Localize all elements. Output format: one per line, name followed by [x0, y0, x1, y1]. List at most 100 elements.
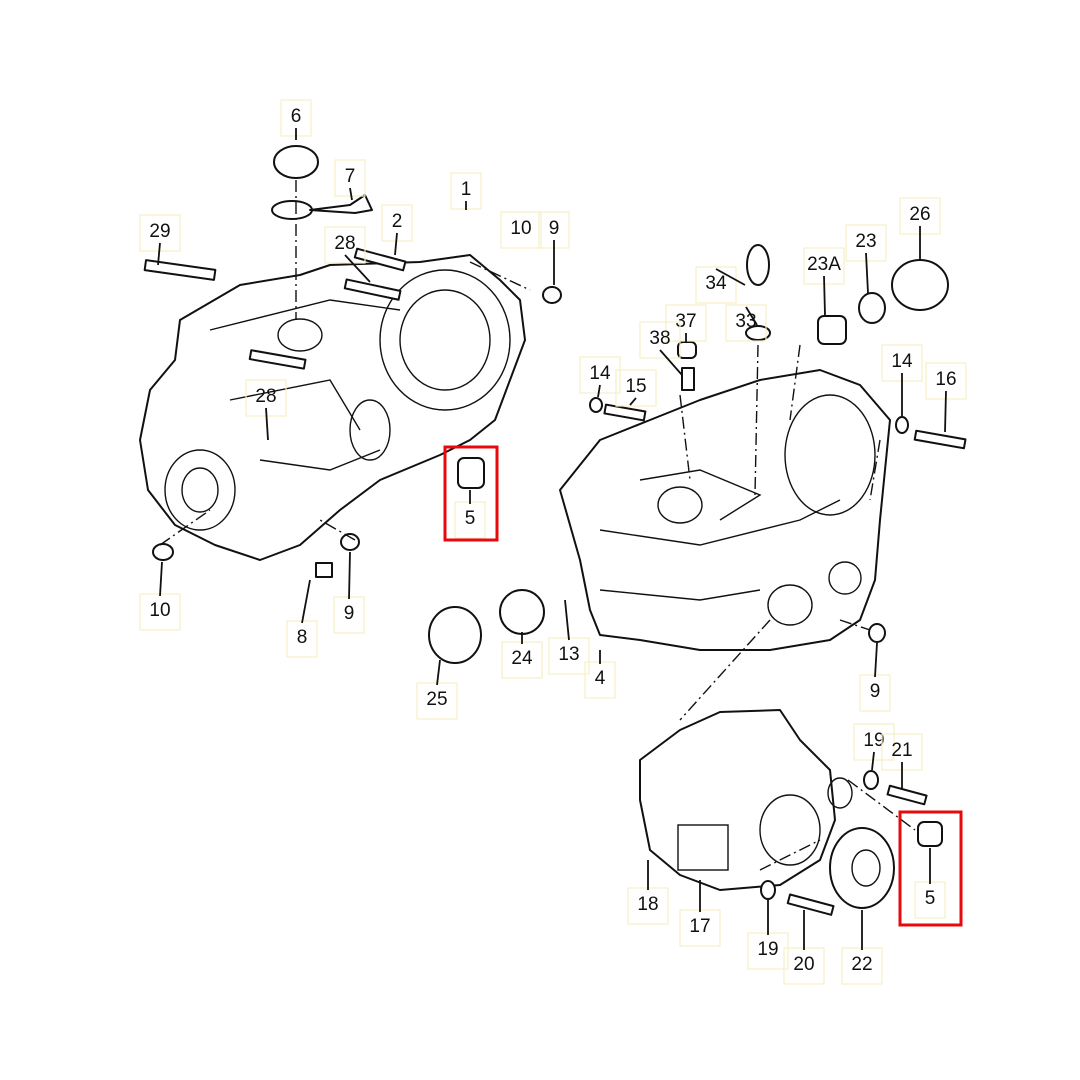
leader-line	[564, 599, 570, 641]
callout-box	[639, 321, 681, 359]
callout-number: 21	[891, 740, 912, 761]
leader-line	[159, 561, 163, 597]
callout-38: 38	[639, 321, 683, 376]
leader-line	[349, 187, 353, 201]
callout-20: 20	[783, 910, 825, 985]
callout-4: 4	[584, 650, 616, 699]
callout-number: 8	[297, 627, 308, 648]
leader-line	[659, 349, 683, 376]
callout-24: 24	[501, 632, 543, 679]
callout-number: 9	[549, 218, 560, 239]
callout-number: 24	[511, 648, 533, 669]
leader-line	[715, 268, 746, 286]
callout-number: 16	[935, 369, 956, 390]
callout-7: 7	[334, 159, 366, 201]
spring-24	[499, 589, 545, 635]
washer-14	[589, 397, 603, 413]
callout-23: 23	[845, 224, 887, 294]
callout-10: 10	[500, 211, 542, 249]
bolt-21	[886, 784, 928, 806]
leader-line	[871, 751, 875, 771]
bolt-28	[343, 278, 402, 301]
callout-25: 25	[416, 659, 458, 720]
callout-number: 37	[675, 311, 696, 332]
part-37	[677, 341, 697, 359]
plug-5a	[457, 457, 485, 489]
callout-22: 22	[841, 910, 883, 985]
callout-29: 29	[139, 214, 181, 266]
small-parts	[143, 145, 967, 916]
leader-line	[348, 551, 351, 600]
gasket-ring	[271, 200, 313, 220]
callout-number: 9	[870, 681, 881, 702]
seal-33	[745, 325, 771, 341]
callout-34: 34	[695, 266, 746, 304]
callout-number: 33	[735, 311, 756, 332]
washer-19b	[760, 880, 776, 900]
callout-1: 1	[450, 172, 482, 210]
callout-number: 23	[855, 231, 876, 252]
callout-number: 1	[461, 179, 472, 200]
callout-number: 25	[426, 689, 447, 710]
flange-22	[829, 827, 895, 909]
bolt-15	[603, 403, 647, 422]
bracket	[309, 194, 373, 214]
callout-number: 14	[891, 351, 913, 372]
highlight-box-part-5-cover	[898, 810, 963, 927]
seal-23	[858, 292, 886, 324]
callout-number: 28	[334, 233, 355, 254]
callout-number: 9	[344, 603, 355, 624]
boot-26	[891, 259, 949, 311]
bolt-16	[913, 429, 967, 450]
highlight-box-part-5-housing	[443, 445, 499, 542]
callout-number: 5	[465, 508, 476, 529]
callout-box	[579, 356, 621, 394]
leader-line	[394, 232, 398, 256]
callout-28: 28	[245, 379, 287, 441]
callout-number: 18	[637, 894, 658, 915]
sleeve-23A	[817, 315, 847, 345]
callout-8: 8	[286, 579, 318, 658]
callout-number: 15	[625, 376, 646, 397]
callout-box	[334, 159, 366, 197]
callout-28: 28	[324, 226, 371, 283]
callout-box	[615, 369, 657, 407]
callout-number: 22	[851, 954, 872, 975]
callout-number: 29	[149, 221, 170, 242]
gearbox-cover	[639, 709, 853, 891]
callout-9: 9	[538, 211, 570, 285]
callout-box	[324, 226, 366, 264]
bolt-2	[353, 247, 407, 272]
flange-25	[428, 606, 482, 664]
callout-13: 13	[548, 599, 590, 675]
breather-cap	[273, 145, 319, 179]
callout-number: 2	[392, 211, 403, 232]
leader-line	[823, 275, 826, 316]
leader-line	[265, 407, 269, 441]
leader-line	[944, 390, 947, 433]
bolt-29	[143, 259, 217, 281]
callout-37: 37	[665, 304, 707, 342]
callout-number: 13	[558, 644, 579, 665]
leader-line	[344, 254, 371, 283]
sleeve-10	[152, 543, 174, 561]
callout-number: 6	[291, 106, 302, 127]
leader-line	[629, 397, 637, 406]
callout-number: 10	[510, 218, 531, 239]
callout-6: 6	[280, 99, 312, 140]
leader-line	[597, 384, 601, 398]
callout-number: 14	[589, 363, 611, 384]
callout-14: 14	[579, 356, 621, 398]
callout-number: 19	[757, 939, 778, 960]
callout-box	[500, 211, 542, 249]
callout-23A: 23A	[803, 247, 845, 316]
callout-number: 5	[925, 888, 936, 909]
bolt-28b	[248, 349, 307, 370]
pin-38	[681, 367, 695, 391]
sleeve-9c	[868, 623, 886, 643]
leader-line	[745, 306, 758, 326]
switch-34	[746, 244, 770, 286]
